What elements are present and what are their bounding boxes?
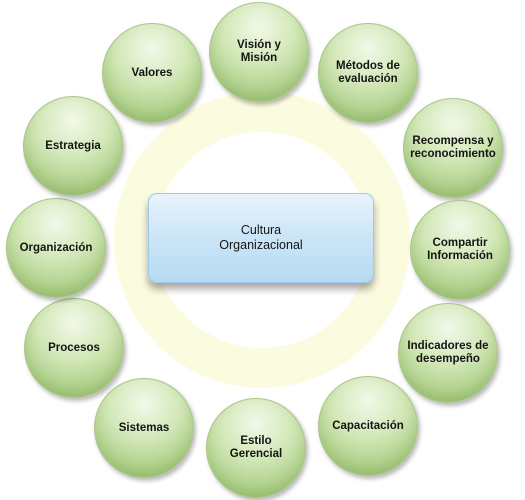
- node-compartir-informacion: Compartir Información: [410, 200, 510, 300]
- node-label: Estilo Gerencial: [229, 435, 283, 460]
- center-label: Cultura Organizacional: [219, 223, 303, 252]
- node-label: Organización: [19, 241, 93, 254]
- node-label: Procesos: [48, 341, 100, 354]
- node-label: Visión y Misión: [237, 39, 281, 64]
- node-procesos: Procesos: [24, 298, 124, 398]
- node-metodos-evaluacion: Métodos de evaluación: [318, 23, 418, 123]
- node-organizacion: Organización: [6, 198, 106, 298]
- node-label: Compartir Información: [427, 237, 493, 262]
- center-box: Cultura Organizacional: [148, 193, 374, 283]
- node-label: Valores: [131, 66, 173, 79]
- node-label: Indicadores de desempeño: [407, 340, 489, 365]
- node-estrategia: Estrategia: [23, 96, 123, 196]
- node-indicadores-desempeno: Indicadores de desempeño: [398, 303, 498, 403]
- node-label: Capacitación: [332, 419, 404, 432]
- node-label: Estrategia: [45, 139, 101, 152]
- node-label: Recompensa y reconocimiento: [410, 135, 496, 160]
- node-estilo-gerencial: Estilo Gerencial: [206, 398, 306, 498]
- node-label: Métodos de evaluación: [336, 60, 400, 85]
- node-sistemas: Sistemas: [94, 378, 194, 478]
- node-capacitacion: Capacitación: [318, 376, 418, 476]
- node-label: Sistemas: [118, 421, 170, 434]
- node-valores: Valores: [102, 23, 202, 123]
- node-recompensa: Recompensa y reconocimiento: [403, 98, 503, 198]
- node-vision-mision: Visión y Misión: [209, 2, 309, 102]
